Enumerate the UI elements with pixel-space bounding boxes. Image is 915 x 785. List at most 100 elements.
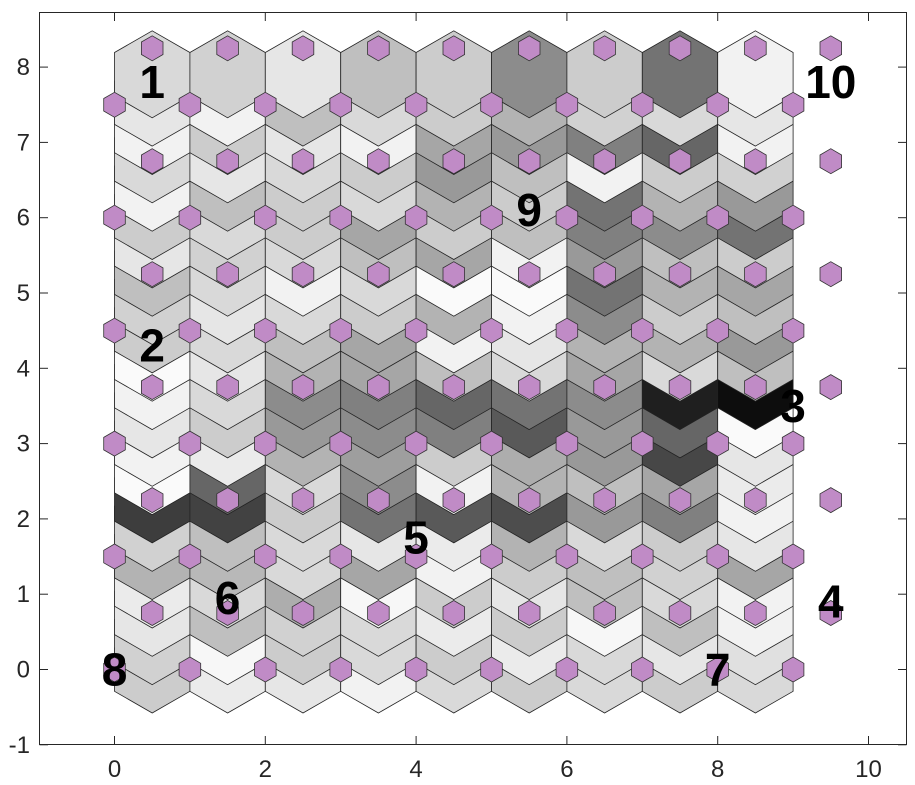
cluster-label: 5 (403, 512, 429, 564)
y-tick-label: 8 (17, 54, 30, 81)
som-node-marker (329, 656, 352, 683)
som-node-marker (216, 261, 239, 288)
som-node-marker (744, 148, 767, 175)
som-node-marker (178, 543, 202, 570)
som-node-marker (668, 487, 692, 514)
som-node-marker (706, 430, 729, 457)
som-node-marker (140, 148, 164, 175)
som-node-marker (555, 656, 579, 683)
som-node-marker (216, 374, 239, 401)
cluster-label: 10 (805, 56, 856, 108)
som-node-marker (593, 35, 616, 62)
som-node-marker (781, 91, 805, 118)
som-node-marker (442, 148, 466, 175)
som-node-marker (367, 374, 390, 401)
som-node-marker (480, 91, 503, 118)
som-node-marker (254, 317, 277, 344)
som-node-marker (103, 91, 126, 118)
som-node-marker (367, 487, 390, 514)
cluster-label: 6 (215, 572, 241, 624)
som-node-marker (480, 317, 503, 344)
som-node-marker (706, 91, 729, 118)
som-node-marker (744, 600, 767, 626)
som-node-marker (480, 656, 503, 683)
som-node-marker (140, 261, 164, 288)
som-node-marker (103, 204, 126, 231)
cluster-label: 8 (102, 644, 128, 696)
y-tick-label: 0 (17, 657, 30, 684)
som-node-marker (518, 487, 541, 514)
som-node-marker (631, 656, 654, 683)
som-node-marker (781, 656, 805, 683)
som-node-marker (480, 430, 503, 457)
som-node-marker (367, 35, 390, 62)
som-node-marker (555, 204, 579, 231)
y-tick-label: 6 (17, 205, 30, 232)
som-node-marker (819, 600, 842, 626)
som-node-marker (744, 487, 767, 514)
som-node-marker (668, 374, 692, 401)
som-node-marker (781, 543, 805, 570)
som-node-marker (593, 487, 616, 514)
som-node-marker (668, 261, 692, 288)
som-node-marker (367, 148, 390, 175)
som-node-marker (668, 600, 692, 626)
som-node-marker (518, 148, 541, 175)
som-node-marker (254, 543, 277, 570)
y-tick-label: 1 (17, 581, 30, 608)
som-node-marker (480, 543, 503, 570)
som-node-marker (593, 261, 616, 288)
som-node-marker (404, 91, 428, 118)
som-node-marker (291, 148, 315, 175)
som-node-marker (668, 35, 692, 62)
som-node-marker (178, 656, 202, 683)
som-node-marker (518, 35, 541, 62)
som-node-marker (555, 430, 579, 457)
som-node-marker (442, 487, 466, 514)
som-node-marker (291, 374, 315, 401)
som-node-marker (329, 204, 352, 231)
som-node-marker (631, 204, 654, 231)
y-tick-label: -1 (9, 732, 30, 759)
som-node-marker (781, 430, 805, 457)
som-node-marker (518, 261, 541, 288)
x-tick-label: 6 (560, 756, 573, 783)
som-node-marker (744, 35, 767, 62)
som-node-marker (367, 261, 390, 288)
som-node-marker (103, 543, 126, 570)
cluster-label: 4 (818, 576, 844, 628)
som-node-marker (329, 543, 352, 570)
som-node-marker (254, 91, 277, 118)
som-node-marker (140, 600, 164, 626)
som-node-marker (442, 35, 466, 62)
x-tick-label: 0 (108, 756, 121, 783)
cluster-label: 1 (139, 56, 165, 108)
som-node-marker (140, 487, 164, 514)
node-markers-layer (103, 35, 842, 683)
som-node-marker (216, 600, 239, 626)
som-node-marker (555, 317, 579, 344)
som-node-marker (329, 91, 352, 118)
som-node-marker (103, 430, 126, 457)
som-node-marker (216, 35, 239, 62)
som-node-marker (291, 261, 315, 288)
som-node-marker (706, 656, 729, 683)
som-node-marker (631, 91, 654, 118)
som-node-marker (404, 543, 428, 570)
som-node-marker (518, 374, 541, 401)
som-node-marker (329, 317, 352, 344)
som-node-marker (706, 317, 729, 344)
som-node-marker (178, 204, 202, 231)
y-tick-label: 3 (17, 431, 30, 458)
som-node-marker (555, 543, 579, 570)
som-node-marker (291, 600, 315, 626)
x-tick-label: 8 (711, 756, 724, 783)
som-node-marker (480, 204, 503, 231)
som-node-marker (744, 374, 767, 401)
som-node-marker (631, 317, 654, 344)
y-tick-label: 5 (17, 280, 30, 307)
som-node-marker (103, 656, 126, 683)
